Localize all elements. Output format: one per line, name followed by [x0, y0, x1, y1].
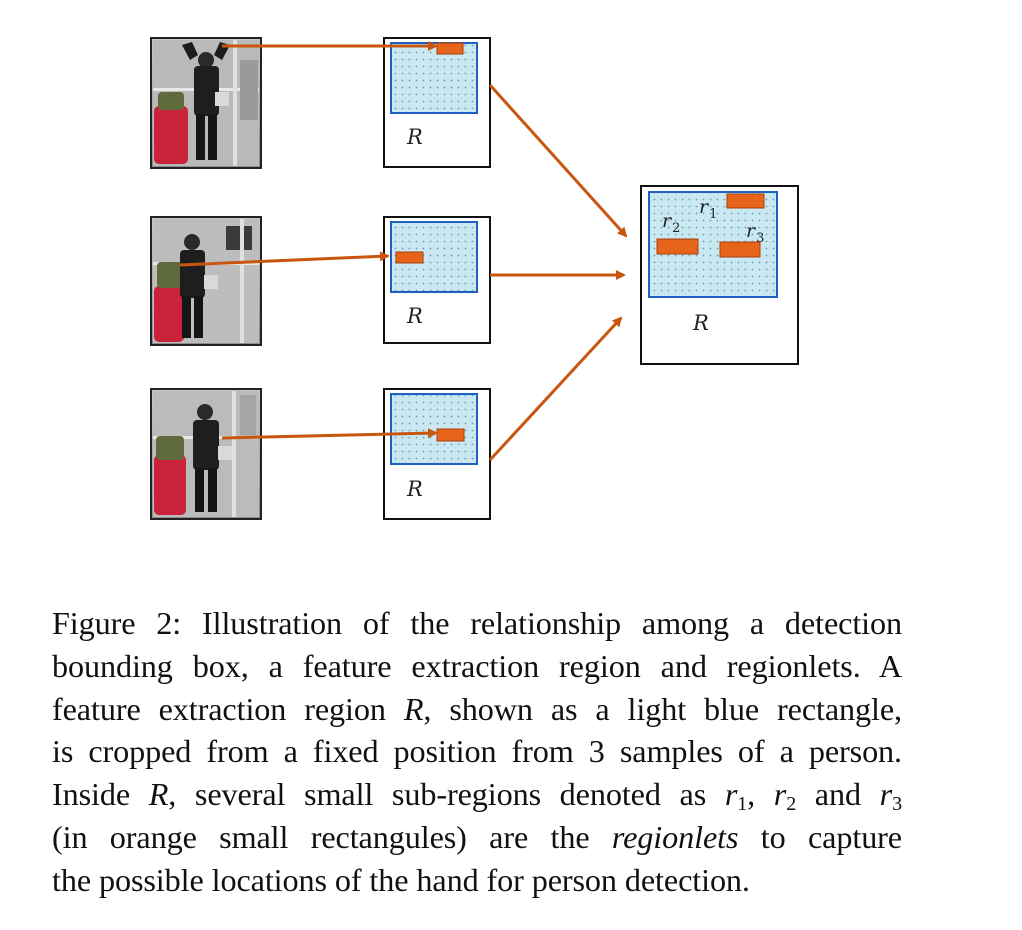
arrow-hand-3: [221, 428, 438, 440]
bounding-box-3: R: [383, 388, 491, 520]
person-photo-3: [150, 388, 262, 520]
caption-line-3: feature extraction region R, shown as a …: [52, 690, 902, 727]
math-r3: r3: [879, 776, 902, 816]
feature-region-1: [390, 42, 478, 114]
caption-line-5: Inside R, several small sub-regions deno…: [52, 776, 902, 816]
figure-svg: R R R r1 r2 r3 R: [150, 37, 799, 520]
caption-line-7: the possible locations of the hand for p…: [52, 861, 750, 898]
regionlet-2: [395, 251, 424, 264]
person-photo-2: [150, 216, 262, 346]
math-R: R: [403, 690, 424, 727]
caption-line-1: Figure 2: Illustration of the relationsh…: [52, 605, 902, 641]
arrow-hand-2: [179, 251, 390, 267]
figure-illustration: R R R r1 r2 r3 R: [150, 37, 799, 520]
math-r2: r2: [773, 776, 797, 816]
regionlet-label-r3: r3: [746, 220, 764, 246]
regionlet-3: [436, 428, 465, 442]
figure-caption: Figure 2: Illustration of the relationsh…: [52, 602, 902, 902]
caption-line-4: is cropped from a fixed position from 3 …: [52, 733, 902, 770]
hand-arrows: [179, 41, 438, 440]
merged-bounding-box: r1 r2 r3 R: [640, 185, 799, 365]
math-r1: r1: [724, 776, 748, 816]
region-label-1: R: [406, 125, 423, 149]
caption-line-2: bounding box, a feature extraction regio…: [52, 647, 902, 684]
merged-region-label: R: [692, 311, 709, 335]
person-photo-1: [150, 37, 262, 169]
region-label-3: R: [406, 477, 423, 501]
bounding-box-2: R: [383, 216, 491, 344]
math-R: R: [148, 776, 169, 813]
region-label-2: R: [406, 304, 423, 328]
term-regionlets: regionlets: [611, 818, 739, 855]
merged-regionlet-r3: [719, 241, 761, 258]
regionlet-1: [436, 42, 464, 55]
bounding-box-1: R: [383, 37, 491, 168]
merge-arrows: [488, 83, 628, 462]
arrow-merge-3: [488, 316, 623, 462]
arrow-merge-1: [488, 83, 628, 238]
regionlet-label-r2: r2: [662, 210, 680, 236]
merged-regionlet-r2: [656, 238, 699, 255]
caption-line-6: (in orange small rectangules) are the re…: [52, 818, 902, 855]
merged-regionlet-r1: [726, 193, 765, 209]
regionlet-label-r1: r1: [699, 196, 717, 222]
